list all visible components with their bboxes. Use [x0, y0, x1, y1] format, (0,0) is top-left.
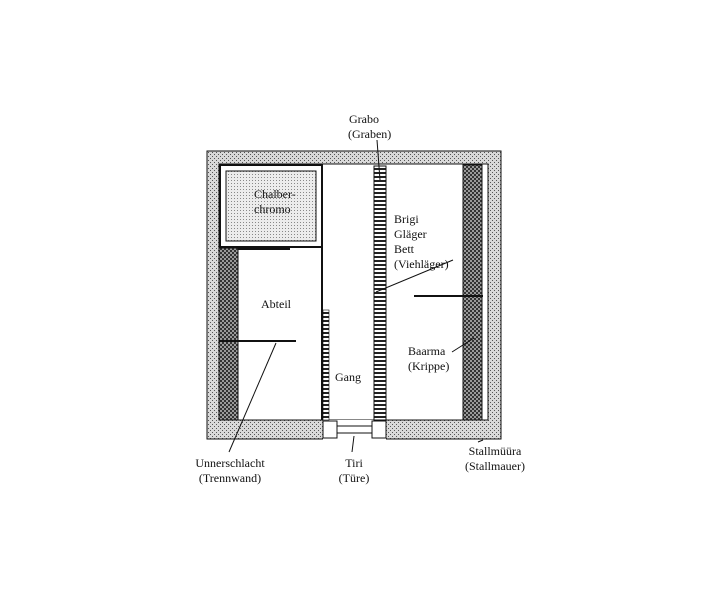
right-manger-strip — [462, 164, 483, 421]
baarma-label: Baarma — [408, 344, 446, 358]
chalber-label-line1: Chalber- — [254, 187, 296, 201]
left-grate — [322, 309, 330, 421]
stallmuura-label: Stallmüüra — [468, 444, 522, 458]
trench-grate — [373, 165, 387, 421]
brigi-label-line1: Brigi — [394, 212, 419, 226]
leader-lines — [228, 139, 484, 453]
door — [322, 420, 387, 440]
unnerschlacht-label: Unnerschlacht — [195, 456, 265, 470]
graben-label: (Graben) — [348, 127, 392, 141]
stallmauer-label: (Stallmauer) — [465, 459, 525, 473]
trennwand-label: (Trennwand) — [198, 471, 262, 485]
brigi-label-line2: Gläger — [394, 227, 427, 241]
partition-walls — [219, 295, 483, 342]
gang-label: Gang — [335, 370, 361, 384]
calf-pen — [219, 164, 323, 248]
tiri-label: Tiri — [345, 456, 363, 470]
brigi-label-line4: (Viehläger) — [394, 257, 449, 271]
krippe-label: (Krippe) — [408, 359, 450, 373]
abteil-label: Abteil — [261, 297, 291, 311]
tuere-label: (Türe) — [338, 471, 370, 485]
brigi-label-line3: Bett — [394, 242, 414, 256]
left-manger-strip — [218, 247, 239, 421]
grabo-label: Grabo — [349, 112, 379, 126]
floor-dot — [434, 367, 436, 369]
chalber-label-line2: chromo — [254, 202, 291, 216]
